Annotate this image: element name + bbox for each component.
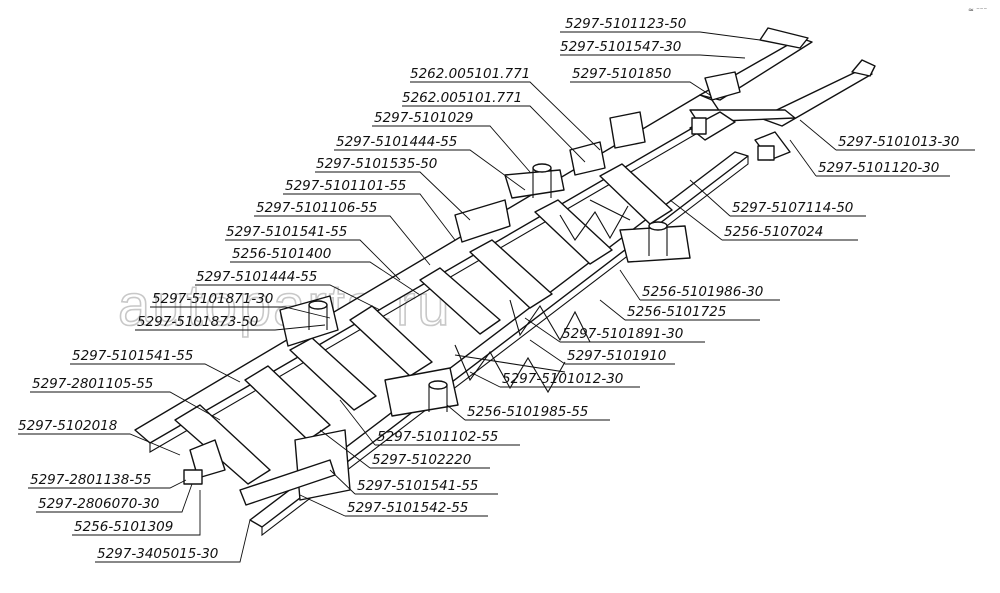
part-label: 5297-5101029 [374,110,473,126]
part-label: 5297-5107114-50 [732,200,853,216]
part-label: 5297-5101123-50 [565,16,686,32]
part-label: 5297-5101541-55 [226,224,347,240]
part-label: 5297-5101102-55 [377,429,498,445]
part-label: 5297-5102018 [18,418,117,434]
part-label: 5297-5101850 [572,66,671,82]
part-label: 5297-2801105-55 [32,376,153,392]
part-label: 5297-5101535-50 [316,156,437,172]
part-label: 5297-5101013-30 [838,134,959,150]
part-label: 5256-5101725 [627,304,726,320]
part-label: 5297-5101541-55 [357,478,478,494]
part-label: 5256-5101309 [74,519,173,535]
left-side-member [134,94,721,444]
part-label: 5297-5101444-55 [336,134,457,150]
part-labels: 5297-5101123-50 5297-5101547-30 5262.005… [18,16,959,562]
trusses [454,199,631,394]
part-label: 5297-5101891-30 [562,326,683,342]
part-label: 5297-5101101-55 [285,178,406,194]
part-label: 5297-5102220 [372,452,471,468]
part-label: 5297-5101444-55 [196,269,317,285]
part-label: 5297-5101871-30 [152,291,273,307]
cross-members [174,163,673,485]
part-label: 5297-5101873-50 [137,314,258,330]
part-label: 5297-2801138-55 [30,472,151,488]
part-label: 5262.005101.771 [402,90,522,106]
part-label: 5297-5101106-55 [256,200,377,216]
part-label: 5297-5101120-30 [818,160,939,176]
part-label: 5297-5101541-55 [72,348,193,364]
part-label: 5262.005101.771 [410,66,530,82]
part-label: 5297-5101012-30 [502,371,623,387]
leader-lines [18,31,975,563]
part-label: 5256-5107024 [724,224,823,240]
part-label: 5297-5101542-55 [347,500,468,516]
brackets [189,169,691,501]
part-label: 5297-3405015-30 [97,546,218,562]
tow-bracket [183,469,203,485]
part-label: 5256-5101986-30 [642,284,763,300]
part-label: 5297-5101547-30 [560,39,681,55]
part-label: 5297-2806070-30 [38,496,159,512]
frame-drawing [134,27,876,537]
corner-mark: ≈ ⁻⁻⁻ [968,6,987,14]
part-label: 5256-5101985-55 [467,404,588,420]
part-label: 5297-5101910 [567,348,666,364]
part-label: 5256-5101400 [232,246,331,262]
mount-posts [308,163,668,412]
